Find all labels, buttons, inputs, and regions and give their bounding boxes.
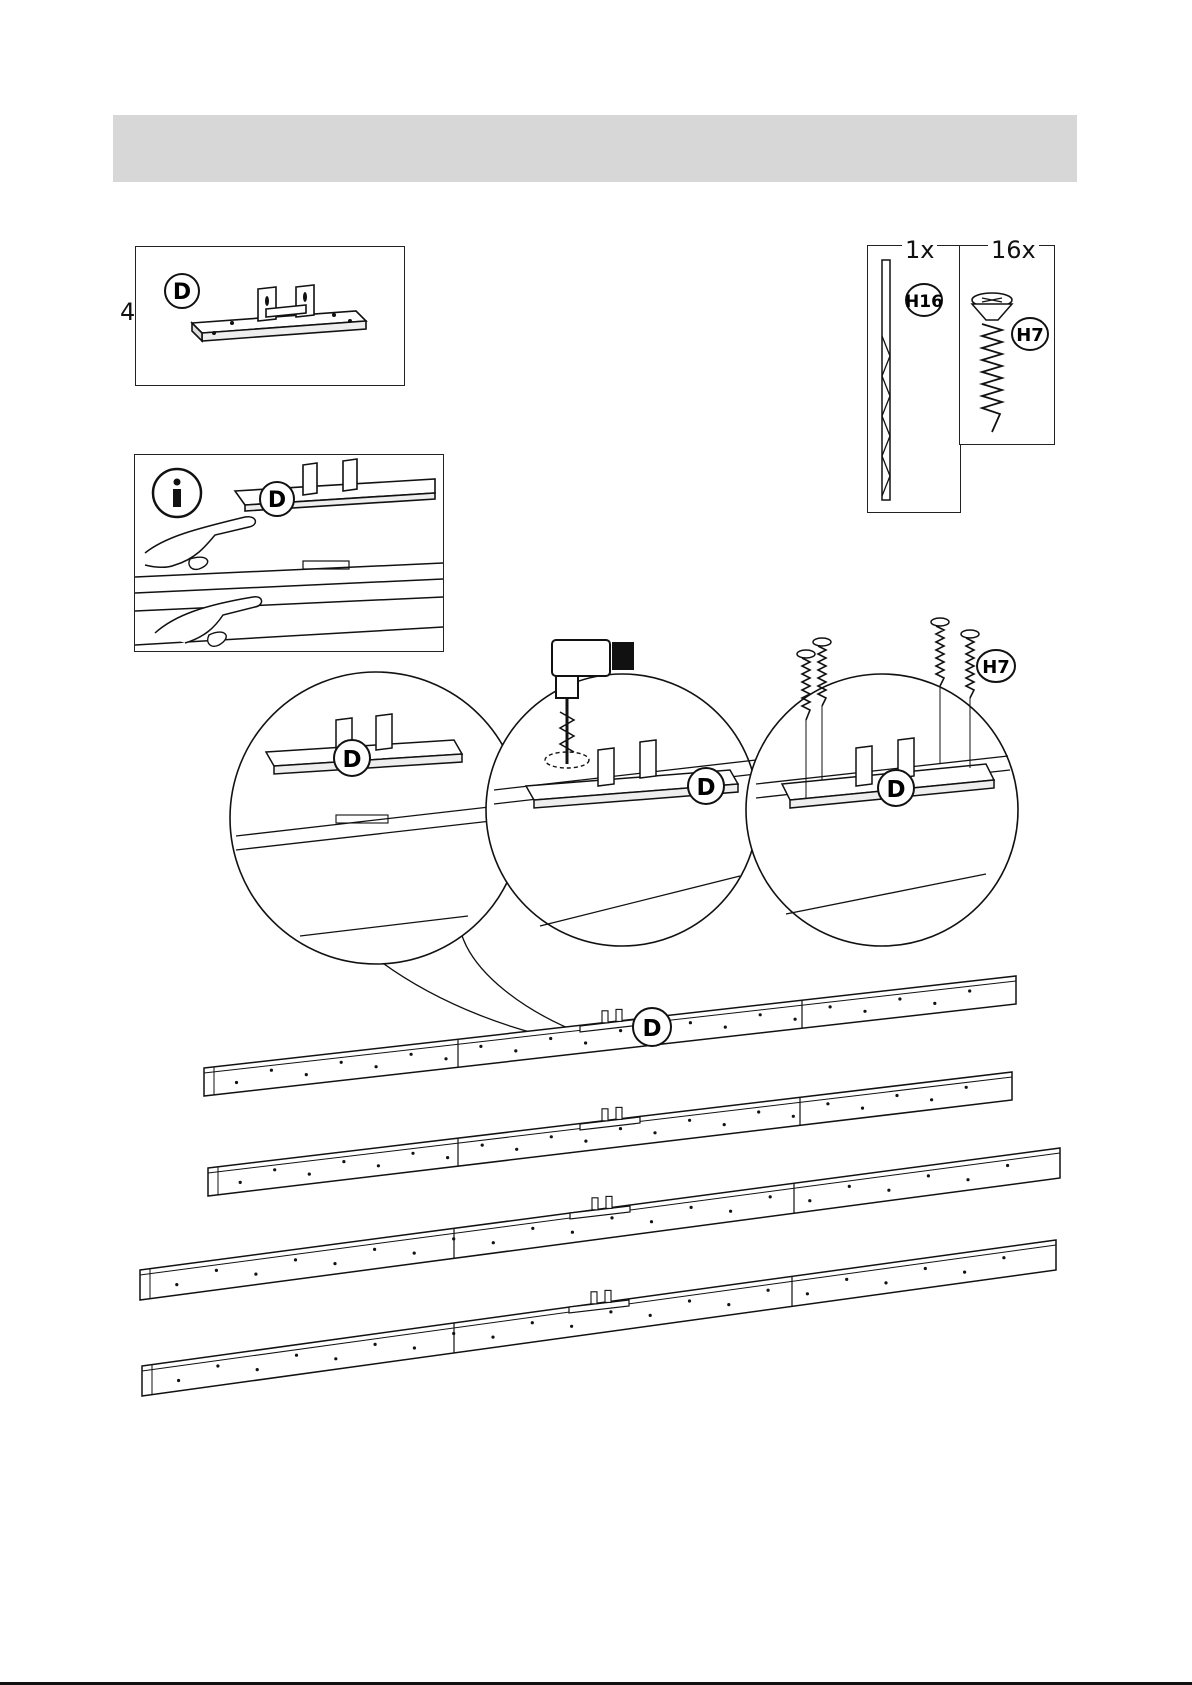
detail-2-label: D [696,775,715,801]
detail-3-screw-label: H7 [982,657,1010,678]
beam-group [140,976,1060,1396]
beam [204,976,1016,1096]
detail-circle-2: D [486,674,758,946]
detail-1-label: D [342,747,361,773]
beam-d-label: D [642,1016,661,1042]
detail-3-label: D [886,777,905,803]
detail-circle-3: D [746,674,1018,946]
detail-circle-1: D [230,672,522,964]
